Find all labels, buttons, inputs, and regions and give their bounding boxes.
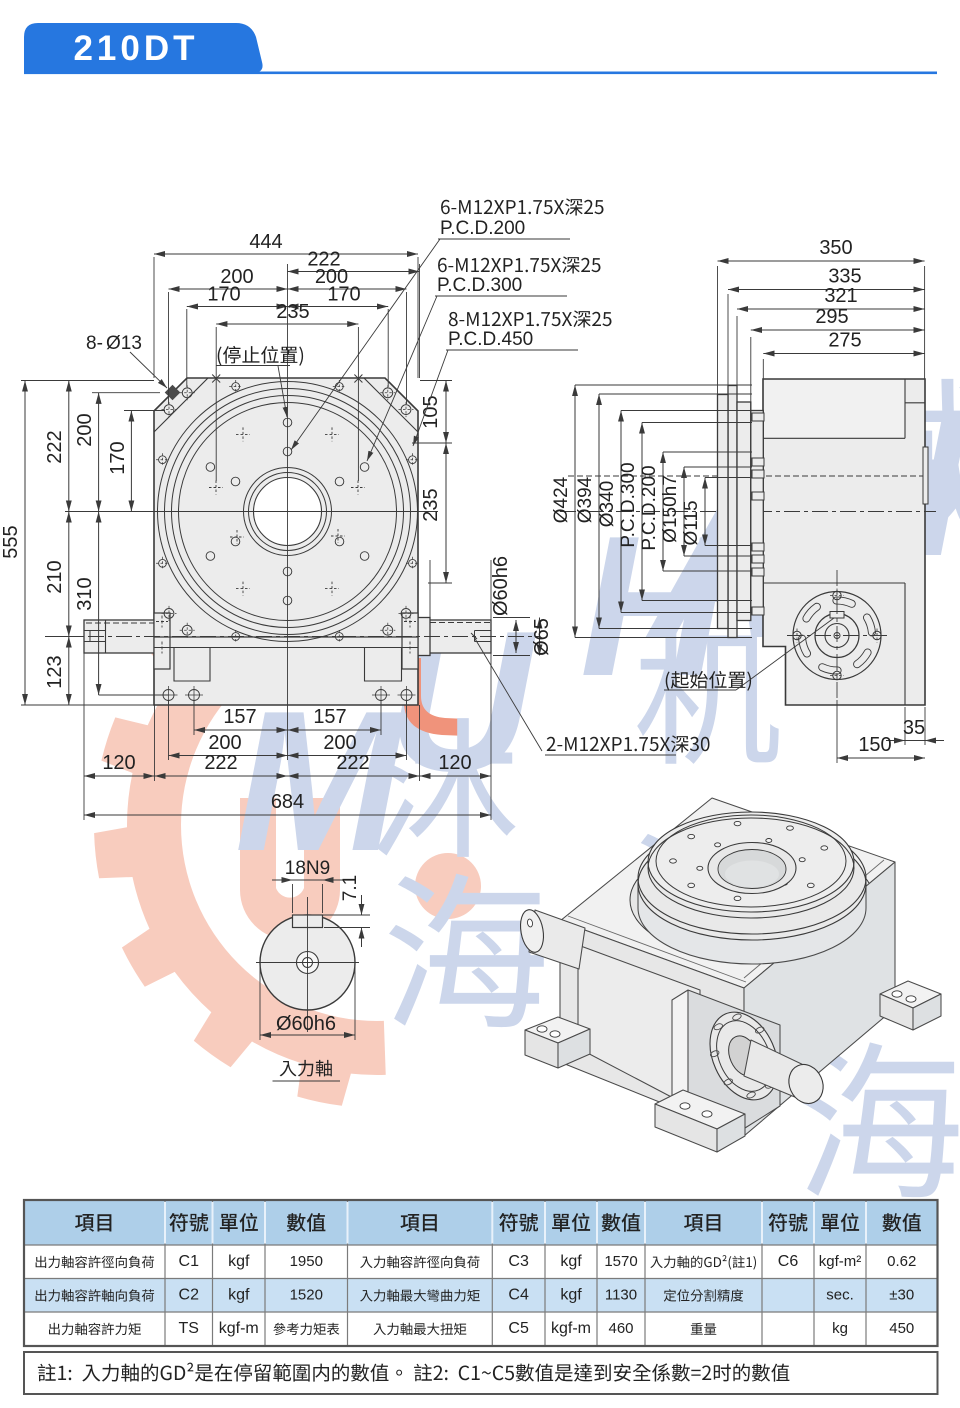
svg-text:105: 105 — [420, 395, 442, 428]
svg-text:35: 35 — [903, 717, 925, 739]
svg-text:321: 321 — [824, 285, 857, 307]
svg-text:M: M — [235, 670, 406, 893]
svg-text:157: 157 — [223, 706, 256, 728]
svg-text:444: 444 — [249, 231, 282, 253]
svg-text:Ø115: Ø115 — [681, 500, 702, 545]
svg-text:7.1: 7.1 — [340, 875, 361, 901]
svg-text:1130: 1130 — [605, 1287, 637, 1304]
svg-text:1950: 1950 — [290, 1253, 323, 1270]
svg-text:150: 150 — [858, 734, 891, 756]
svg-text:kgf: kgf — [228, 1287, 250, 1304]
svg-text:335: 335 — [828, 266, 861, 288]
svg-text:170: 170 — [107, 441, 129, 474]
svg-text:450: 450 — [889, 1320, 914, 1337]
svg-text:200: 200 — [74, 413, 96, 446]
svg-text:P.C.D.300: P.C.D.300 — [437, 275, 522, 296]
svg-text:P.C.D.300: P.C.D.300 — [618, 462, 639, 547]
svg-text:C1: C1 — [179, 1253, 200, 1270]
svg-text:Ø60h6: Ø60h6 — [276, 1013, 336, 1035]
svg-text:200: 200 — [323, 732, 356, 754]
svg-text:222: 222 — [336, 752, 369, 774]
svg-text:kgf: kgf — [560, 1287, 582, 1304]
svg-text:275: 275 — [828, 330, 861, 352]
svg-text:120: 120 — [438, 752, 471, 774]
svg-text:210DT: 210DT — [73, 29, 198, 68]
svg-text:222: 222 — [204, 752, 237, 774]
svg-text:Ø13: Ø13 — [106, 333, 142, 354]
svg-text:170: 170 — [327, 284, 360, 306]
svg-text:8-: 8- — [86, 333, 103, 354]
svg-text:18N9: 18N9 — [285, 858, 330, 879]
svg-text:kgf: kgf — [560, 1253, 582, 1270]
svg-text:235: 235 — [276, 301, 309, 323]
svg-text:350: 350 — [819, 237, 852, 259]
svg-text:kg: kg — [832, 1320, 848, 1337]
svg-text:123: 123 — [44, 655, 66, 688]
svg-text:200: 200 — [208, 732, 241, 754]
svg-text:Ø150h7: Ø150h7 — [660, 475, 681, 543]
svg-text:Ø394: Ø394 — [575, 476, 596, 523]
svg-text:684: 684 — [271, 791, 304, 813]
svg-text:C3: C3 — [508, 1253, 529, 1270]
svg-text:C4: C4 — [508, 1287, 529, 1304]
svg-text:1570: 1570 — [604, 1253, 637, 1270]
svg-text:C6: C6 — [778, 1253, 799, 1270]
svg-text:170: 170 — [207, 284, 240, 306]
svg-text:kgf: kgf — [228, 1253, 250, 1270]
svg-text:Ø65: Ø65 — [531, 618, 553, 656]
svg-text:310: 310 — [74, 577, 96, 610]
svg-text:P.C.D.450: P.C.D.450 — [448, 329, 533, 350]
svg-text:555: 555 — [0, 525, 22, 558]
svg-text:P.C.D.200: P.C.D.200 — [440, 218, 525, 239]
svg-text:sec.: sec. — [826, 1287, 854, 1304]
svg-text:200: 200 — [315, 266, 348, 288]
svg-text:235: 235 — [420, 488, 442, 521]
svg-text:Ø340: Ø340 — [597, 481, 618, 527]
svg-text:222: 222 — [307, 249, 340, 271]
svg-text:kgf-m: kgf-m — [551, 1320, 591, 1337]
svg-text:157: 157 — [313, 706, 346, 728]
svg-text:460: 460 — [608, 1320, 633, 1337]
svg-text:210: 210 — [44, 560, 66, 593]
svg-text:Ø424: Ø424 — [551, 476, 572, 523]
svg-text:295: 295 — [815, 306, 848, 328]
svg-text:kgf-m²: kgf-m² — [819, 1253, 862, 1270]
svg-text:120: 120 — [102, 752, 135, 774]
svg-text:C2: C2 — [179, 1287, 200, 1304]
svg-text:P.C.D.200: P.C.D.200 — [639, 465, 660, 550]
svg-text:±30: ±30 — [889, 1287, 914, 1304]
svg-text:TS: TS — [179, 1320, 199, 1337]
svg-text:kgf-m: kgf-m — [219, 1320, 259, 1337]
svg-text:Ø60h6: Ø60h6 — [490, 556, 512, 616]
svg-text:C5: C5 — [508, 1320, 529, 1337]
svg-text:0.62: 0.62 — [887, 1253, 916, 1270]
svg-text:1520: 1520 — [290, 1287, 323, 1304]
svg-text:200: 200 — [220, 266, 253, 288]
svg-text:222: 222 — [44, 430, 66, 463]
